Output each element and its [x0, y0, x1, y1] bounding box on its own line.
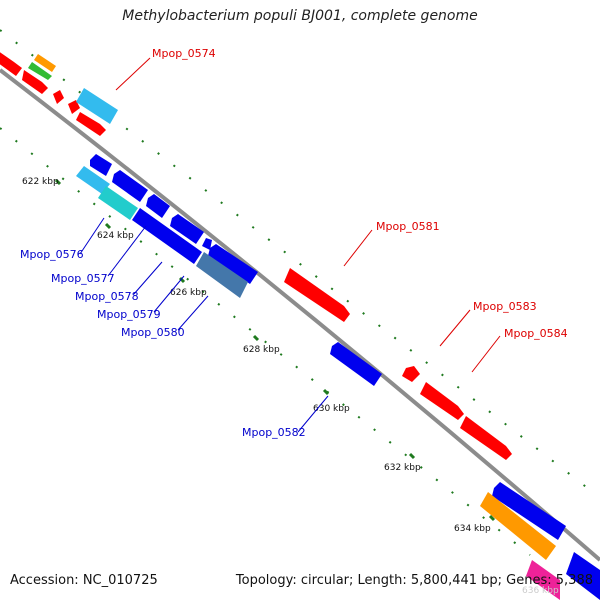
gene-arrow[interactable] — [460, 416, 512, 460]
tick-label-626: 626 kbp — [170, 288, 207, 298]
gene-label-mpop-0577[interactable]: Mpop_0577 — [51, 272, 115, 285]
gene-label-mpop-0582[interactable]: Mpop_0582 — [242, 426, 306, 439]
tick-label-624: 624 kbp — [97, 231, 134, 241]
gene-arrow[interactable] — [132, 208, 202, 264]
tick-label-632: 632 kbp — [384, 463, 421, 473]
gene-arrow[interactable] — [202, 238, 212, 250]
gene-arrow[interactable] — [112, 170, 148, 202]
gene-arrow[interactable] — [76, 88, 118, 124]
gene-arrow[interactable] — [284, 268, 350, 322]
gene-arrow[interactable] — [402, 366, 420, 382]
tick-label-630: 630 kbp — [313, 404, 350, 414]
gene-arrow[interactable] — [492, 482, 566, 540]
gene-label-mpop-0574[interactable]: Mpop_0574 — [152, 47, 216, 60]
gene-arrow[interactable] — [90, 154, 112, 176]
gene-label-mpop-0584[interactable]: Mpop_0584 — [504, 327, 568, 340]
gene-arrow[interactable] — [170, 214, 204, 244]
tick-label-636: 636 kbp — [522, 586, 559, 596]
gene-label-mpop-0583[interactable]: Mpop_0583 — [473, 300, 537, 313]
gene-arrow[interactable] — [98, 186, 138, 220]
accession-text: Accession: NC_010725 — [10, 573, 158, 588]
gene-label-mpop-0581[interactable]: Mpop_0581 — [376, 220, 440, 233]
gene-label-mpop-0576[interactable]: Mpop_0576 — [20, 248, 84, 261]
genome-summary-text: Topology: circular; Length: 5,800,441 bp… — [235, 573, 593, 588]
genome-backbone — [0, 68, 600, 562]
gene-arrow[interactable] — [480, 492, 556, 560]
gene-arrow[interactable] — [34, 54, 56, 72]
gene-label-mpop-0578[interactable]: Mpop_0578 — [75, 290, 139, 303]
gene-arrow[interactable] — [76, 166, 110, 194]
gene-arrow[interactable] — [330, 342, 382, 386]
tick-label-628: 628 kbp — [243, 345, 280, 355]
scale-ticks: 622 kbp 624 kbp 626 kbp 628 kbp 630 kbp … — [22, 177, 559, 596]
gene-arrow[interactable] — [76, 112, 106, 136]
gene-arrow[interactable] — [22, 70, 48, 94]
tick-label-622: 622 kbp — [22, 177, 59, 187]
reverse-gene-labels: Mpop_0576 Mpop_0577 Mpop_0578 Mpop_0579 … — [20, 217, 329, 439]
gene-arrow[interactable] — [566, 552, 600, 600]
gene-arrow[interactable] — [0, 48, 22, 76]
gene-arrow[interactable] — [208, 244, 258, 284]
gene-label-mpop-0579[interactable]: Mpop_0579 — [97, 308, 161, 321]
gene-arrow[interactable] — [68, 100, 80, 114]
gene-arrow[interactable] — [53, 90, 64, 104]
gene-arrow[interactable] — [28, 62, 52, 80]
gene-label-mpop-0580[interactable]: Mpop_0580 — [121, 326, 185, 339]
reverse-genes — [76, 154, 600, 600]
forward-genes — [0, 48, 512, 460]
map-title: Methylobacterium populi BJ001, complete … — [122, 8, 478, 24]
tick-label-634: 634 kbp — [454, 524, 491, 534]
gene-arrow[interactable] — [196, 252, 248, 298]
forward-gene-labels: Mpop_0574 Mpop_0581 Mpop_0583 Mpop_0584 — [115, 47, 568, 373]
gene-arrow[interactable] — [146, 194, 170, 218]
gene-arrow[interactable] — [420, 382, 464, 420]
inner-dot-track — [0, 127, 531, 556]
gene-arrow[interactable] — [526, 560, 560, 600]
